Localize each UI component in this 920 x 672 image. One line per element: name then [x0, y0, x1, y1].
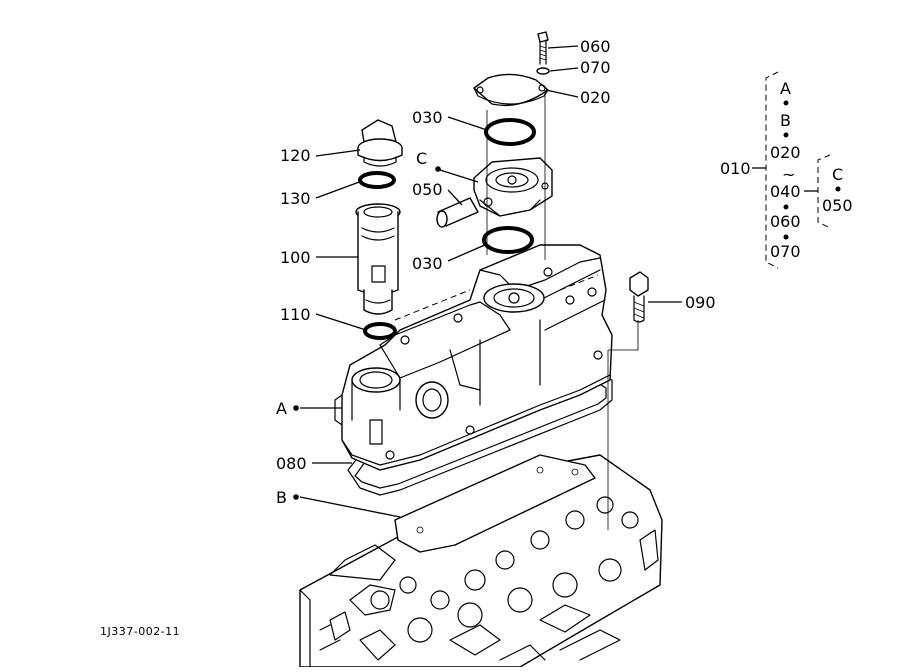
o-ring-030-lower: [482, 226, 534, 254]
callout-030-upper: 030: [412, 108, 443, 127]
bracket-item-020: 020: [770, 143, 801, 162]
bracket-item-070: 070: [770, 242, 801, 261]
callout-070: 070: [580, 58, 611, 77]
callout-b: B: [276, 488, 287, 507]
callout-c: C: [416, 149, 427, 168]
bracket-range-tilde: ~: [782, 165, 795, 184]
sub-bracket-item-c: C: [832, 165, 843, 184]
callout-060: 060: [580, 37, 611, 56]
callout-080: 080: [276, 454, 307, 473]
assembly-bracket-010: 010 A B 020 ~ 040 060 070: [720, 71, 801, 269]
bracket-item-040: 040: [770, 182, 801, 201]
callout-110: 110: [280, 305, 311, 324]
callout-050: 050: [412, 180, 443, 199]
callout-030-lower: 030: [412, 254, 443, 273]
sub-bracket-item-050: 050: [822, 196, 853, 215]
callout-090: 090: [685, 293, 716, 312]
bracket-item-a: A: [780, 79, 791, 98]
o-ring-110: [363, 322, 397, 340]
callout-dot-b: [293, 494, 299, 500]
callout-020: 020: [580, 88, 611, 107]
figure-reference-id: 1J337-002-11: [100, 625, 180, 638]
bracket-item-060: 060: [770, 212, 801, 231]
o-ring-130: [358, 171, 396, 189]
callout-a: A: [276, 399, 287, 418]
bolt-090: [629, 271, 649, 323]
callout-dot-a: [293, 405, 299, 411]
breather-body: [473, 157, 553, 217]
callout-130: 130: [280, 189, 311, 208]
callout-100: 100: [280, 248, 311, 267]
head-cover: [334, 244, 613, 471]
screw-060: [537, 31, 549, 65]
washer-070: [536, 67, 550, 75]
oil-filler-tube: [355, 203, 401, 315]
breather-pipe: [436, 197, 479, 228]
o-ring-030-upper: [484, 118, 536, 146]
assembly-lines: [486, 90, 639, 530]
callout-120: 120: [280, 146, 311, 165]
bracket-item-b: B: [780, 111, 791, 130]
oil-filler-cap: [357, 119, 403, 167]
callout-dot-c: [435, 166, 441, 172]
callout-labels: 060 070 020 030 C 050 030 120 130 100 11…: [276, 37, 716, 507]
breather-cover: [473, 73, 549, 107]
sub-bracket-040: C 050: [804, 154, 853, 229]
gasket-plate-b: [394, 454, 596, 553]
bracket-label-010: 010: [720, 159, 751, 178]
leader-lines: [299, 45, 682, 518]
